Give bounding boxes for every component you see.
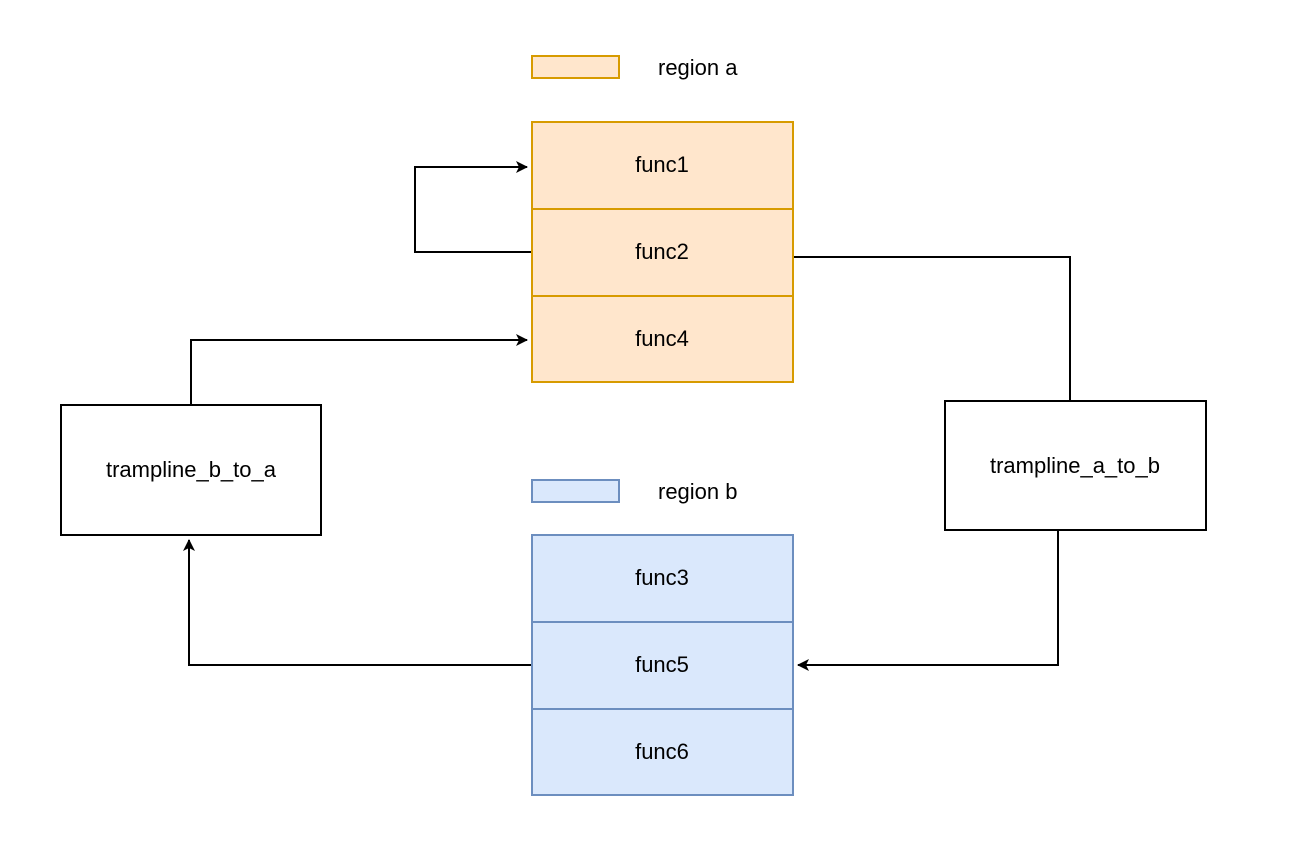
region-a-stack: func1 func2 func4 [531, 121, 794, 383]
legend-swatch-region-a [531, 55, 620, 79]
legend-region-b: region b [531, 479, 738, 504]
func4-label: func4 [635, 326, 689, 351]
trampoline-b-to-a: trampline_b_to_a [60, 404, 322, 536]
legend-label-region-b: region b [658, 479, 738, 504]
legend-region-a: region a [531, 55, 738, 80]
func6-block[interactable] [531, 708, 794, 796]
func3-label: func3 [635, 565, 689, 590]
legend-label-region-a: region a [658, 55, 738, 80]
edge-func2-to-trampoline-a-to-b [794, 256, 1071, 400]
func1-block[interactable] [531, 121, 794, 210]
edge-trampoline-a-to-b-to-func5 [797, 531, 1059, 671]
func4-block[interactable] [531, 295, 794, 383]
trampoline-a-to-b-label: trampline_a_to_b [990, 453, 1160, 478]
func6-label: func6 [635, 739, 689, 764]
func2-label: func2 [635, 239, 689, 264]
func3-block[interactable] [531, 534, 794, 623]
legend-swatch-region-b [531, 479, 620, 503]
edge-trampoline-b-to-a-to-func4 [190, 334, 528, 404]
edge-func2-to-func1 [414, 161, 531, 253]
func2-block[interactable] [531, 208, 794, 297]
trampoline-a-to-b-box[interactable] [944, 400, 1207, 531]
trampoline-a-to-b: trampline_a_to_b [944, 400, 1207, 531]
region-b-stack: func3 func5 func6 [531, 534, 794, 796]
func5-label: func5 [635, 652, 689, 677]
trampoline-b-to-a-label: trampline_b_to_a [106, 457, 277, 482]
func1-label: func1 [635, 152, 689, 177]
edge-func5-to-trampoline-b-to-a [183, 539, 531, 666]
trampoline-b-to-a-box[interactable] [60, 404, 322, 536]
